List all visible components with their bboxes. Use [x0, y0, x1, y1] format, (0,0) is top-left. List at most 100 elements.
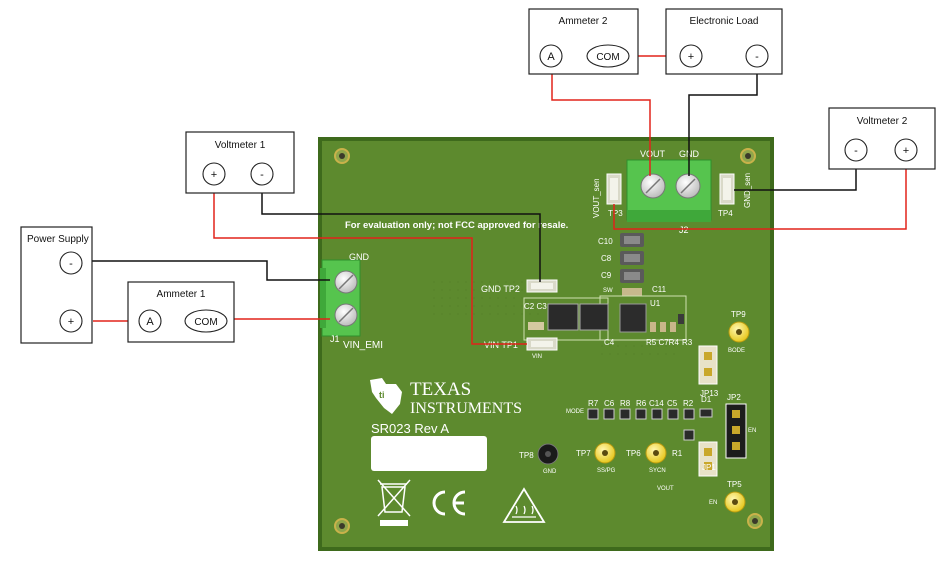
wire-ammeter2-to-j2-vout: [551, 73, 651, 176]
tp7-label: TP7: [576, 449, 591, 458]
voltmeter1-negative-symbol: -: [260, 169, 264, 181]
tp5-label: TP5: [727, 480, 742, 489]
voltmeter1-negative-terminal[interactable]: [250, 162, 274, 186]
tp1-label: VIN TP1: [484, 340, 518, 350]
jp13-jumper[interactable]: [698, 345, 718, 385]
r8-label: R8: [620, 399, 631, 408]
voltmeter2-positive-symbol: +: [903, 145, 909, 157]
c2-c3-label: C2 C3: [524, 302, 547, 311]
board-revision: SR023 Rev A: [371, 421, 449, 436]
jp2-jumper[interactable]: [725, 403, 747, 459]
ti-state-icon: ti: [370, 378, 402, 414]
j1-ref-label: J1: [330, 334, 340, 344]
tp5-sub-label: EN: [709, 500, 717, 506]
voltmeter2-positive-terminal[interactable]: [894, 138, 918, 162]
tp3-label: TP3: [608, 209, 623, 218]
tp8-gnd-point[interactable]: [537, 443, 559, 465]
c6-label: C6: [604, 399, 615, 408]
j2-output-connector[interactable]: [626, 159, 712, 222]
wire-load-neg-to-j2-gnd: [688, 71, 758, 176]
tp9-bode-point[interactable]: [728, 321, 750, 343]
input-capacitors: [528, 303, 609, 331]
ammeter2-com-symbol: COM: [596, 52, 619, 63]
vout-small-label: VOUT: [657, 486, 674, 492]
tp1-vin-point[interactable]: [526, 337, 558, 351]
ammeter2-com-terminal[interactable]: [586, 44, 630, 68]
power-supply-positive-symbol: +: [68, 316, 74, 328]
r2-label: R2: [683, 399, 694, 408]
electronic-load[interactable]: Electronic Load + -: [665, 8, 783, 75]
voltmeter-2[interactable]: Voltmeter 2 - +: [828, 107, 936, 170]
jp2-label: JP2: [727, 393, 741, 402]
ce-mark-icon: [432, 490, 466, 516]
wire-voltmeter1-pos-to-tp1: [213, 187, 527, 345]
u1-ic: [619, 303, 647, 333]
output-capacitor-stack: [620, 233, 644, 296]
serial-label-area: [371, 436, 487, 471]
u1-label: U1: [650, 299, 661, 308]
wire-ps-neg-to-j1-gnd: [88, 260, 330, 281]
voltmeter1-title: Voltmeter 1: [215, 140, 266, 151]
tp3-sense-point[interactable]: [606, 173, 622, 205]
pcb-board: For evaluation only; not FCC approved fo…: [318, 137, 774, 551]
mounting-hole: [740, 148, 756, 164]
ti-brand-line2: INSTRUMENTS: [410, 400, 522, 417]
tp6-sync-point[interactable]: [645, 442, 667, 464]
tp9-sub-label: BODE: [728, 348, 745, 354]
j1-vin-emi-label: VIN_EMI: [343, 340, 383, 351]
ammeter2-a-terminal[interactable]: [539, 44, 563, 68]
power-supply-negative-terminal[interactable]: [59, 251, 83, 275]
j1-input-connector[interactable]: [320, 259, 361, 337]
j2-ref-label: J2: [679, 225, 689, 235]
tp9-label: TP9: [731, 310, 746, 319]
via-field: [430, 280, 540, 320]
electronic-load-title: Electronic Load: [690, 16, 759, 27]
wiring: [88, 55, 907, 345]
r7-label: R7: [588, 399, 599, 408]
wire-voltmeter2-neg-to-tp4: [734, 163, 857, 191]
power-supply[interactable]: Power Supply - +: [20, 226, 93, 344]
voltmeter-1[interactable]: Voltmeter 1 + -: [185, 131, 295, 194]
d1-label: D1: [701, 395, 712, 404]
voltmeter2-title: Voltmeter 2: [857, 116, 908, 127]
load-positive-symbol: +: [688, 51, 694, 63]
c8-label: C8: [601, 254, 612, 263]
jp1-jumper[interactable]: [698, 441, 718, 477]
svg-text:ti: ti: [379, 390, 385, 400]
c4-label: C4: [604, 338, 615, 347]
c9-label: C9: [601, 271, 612, 280]
r5-c7-r4-label: R5 C7R4: [646, 338, 679, 347]
load-negative-terminal[interactable]: [745, 44, 769, 68]
sw-label: SW: [603, 288, 613, 294]
voltmeter2-negative-symbol: -: [854, 145, 858, 157]
ammeter2-a-symbol: A: [547, 51, 555, 63]
c5-label: C5: [667, 399, 678, 408]
load-negative-symbol: -: [755, 51, 759, 63]
ammeter1-a-terminal[interactable]: [138, 309, 162, 333]
jp1-label: JP1: [702, 463, 716, 472]
tp7-ss-pg-point[interactable]: [594, 442, 616, 464]
ammeter-1[interactable]: Ammeter 1 A COM: [127, 281, 235, 343]
voltmeter2-negative-terminal[interactable]: [844, 138, 868, 162]
ammeter1-title: Ammeter 1: [157, 289, 206, 300]
voltmeter1-positive-terminal[interactable]: [202, 162, 226, 186]
hot-surface-warning-icon: [502, 487, 546, 523]
tp4-sense-point[interactable]: [719, 173, 735, 205]
j1-gnd-label: GND: [349, 252, 370, 262]
ammeter1-com-terminal[interactable]: [184, 309, 228, 333]
ammeter-2[interactable]: Ammeter 2 A COM: [528, 8, 639, 75]
jp13-label: JP13: [700, 389, 719, 398]
tp6-label: TP6: [626, 449, 641, 458]
r3-label: R3: [682, 338, 693, 347]
tp5-en-point[interactable]: [724, 491, 746, 513]
mounting-hole: [747, 513, 763, 529]
tp8-label: TP8: [519, 451, 534, 460]
mode-label: MODE: [566, 409, 584, 415]
load-positive-terminal[interactable]: [679, 44, 703, 68]
mounting-hole: [334, 148, 350, 164]
power-supply-title: Power Supply: [27, 234, 89, 245]
tp2-gnd-point[interactable]: [526, 279, 558, 293]
power-supply-positive-terminal[interactable]: [59, 309, 83, 333]
